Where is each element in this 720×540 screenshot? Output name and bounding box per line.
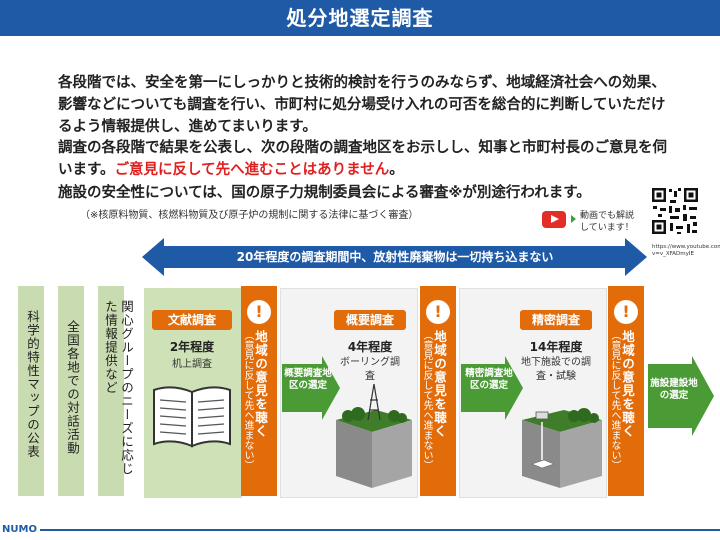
youtube-icon[interactable] — [542, 211, 566, 228]
stage-detailed-title: 精密調査 — [520, 310, 592, 330]
pre-step-columns — [18, 286, 124, 496]
stage-detailed-method: 地下施設での調査・試験 — [521, 357, 591, 382]
no-proceed-emphasis: ご意見に反して先へ進むことはありません — [114, 162, 390, 178]
opinion-bar-2: ! 地域の意見を聴く （意見に反して先へ進まない） — [420, 286, 456, 496]
opinion-paragraph: 調査の各段階で結果を公表し、次の段階の調査地区をお示しし、知事と市町村長のご意見… — [58, 137, 668, 181]
pre-step-info: 関心グループのニーズに応じた情報提供など — [103, 300, 134, 476]
stage-outline-title: 概要調査 — [334, 310, 406, 330]
opinion-bar-1: ! 地域の意見を聴く （意見に反して先へ進まない） — [241, 286, 277, 496]
opinion-sub-1: （意見に反して先へ進まない） — [242, 330, 253, 470]
stage-literature-title: 文献調査 — [152, 310, 232, 330]
pre-step-dialogue: 全国各地での対話活動 — [65, 320, 80, 455]
opinion-paragraph-end: 。 — [389, 162, 404, 178]
boring-site-illustration — [336, 383, 412, 488]
intro-paragraph: 各段階では、安全を第一にしっかりと技術的検討を行うのみならず、地域経済社会への効… — [58, 75, 666, 135]
exclamation-icon: ! — [247, 300, 271, 324]
arrow-label-outline-area: 概要調査地区の選定 — [284, 368, 332, 391]
arrow-select-detailed-area — [461, 356, 523, 420]
opinion-sub-3: （意見に反して先へ進まない） — [609, 330, 620, 470]
exclamation-icon: ! — [614, 300, 638, 324]
video-explain-text: 動画でも解説しています！ — [580, 211, 635, 233]
video-url[interactable]: https://www.youtube.com/watch?v=v_XFADmy… — [652, 244, 720, 257]
book-icon — [153, 386, 231, 448]
safety-paragraph: 施設の安全性については、国の原子力規制委員会による審査※が別途行われます。 — [58, 185, 591, 201]
qr-code-icon[interactable] — [650, 186, 700, 236]
opinion-paragraph-text: 調査の各段階で結果を公表し、次の段階の調査地区をお示しし、知事と市町村長のご意見… — [58, 140, 667, 178]
timeline-double-arrow — [142, 238, 647, 276]
opinion-bar-3: ! 地域の意見を聴く （意見に反して先へ進まない） — [608, 286, 644, 496]
pre-step-science-map: 科学的特性マップの公表 — [25, 310, 40, 459]
opinion-main-1: 地域の意見を聴く — [253, 330, 268, 438]
opinion-sub-2: （意見に反して先へ進まない） — [421, 330, 432, 470]
underground-facility-illustration — [522, 408, 602, 488]
stage-literature-duration: 2年程度 — [169, 340, 215, 354]
stage-literature-method: 机上調査 — [172, 359, 212, 370]
law-footnote: （※核原料物質、核燃料物質及び原子炉の規制に関する法律に基づく審査） — [80, 210, 419, 221]
stage-outline-method: ボーリング調査 — [340, 357, 400, 382]
triangle-pointer-icon — [571, 215, 576, 223]
numo-logo: NUMO — [2, 524, 37, 535]
footer-divider — [40, 529, 720, 531]
opinion-main-3: 地域の意見を聴く — [620, 330, 635, 438]
timeline-label: 20年程度の調査期間中、放射性廃棄物は一切持ち込まない — [236, 250, 554, 264]
page-title: 処分地選定調査 — [0, 0, 720, 36]
stage-detailed-duration: 14年程度 — [529, 340, 583, 354]
exclamation-icon: ! — [426, 300, 450, 324]
stage-outline-duration: 4年程度 — [347, 340, 393, 354]
opinion-main-2: 地域の意見を聴く — [432, 330, 447, 438]
arrow-label-site: 施設建設地の選定 — [650, 378, 698, 401]
arrow-select-site — [648, 356, 714, 436]
arrow-label-detailed-area: 精密調査地区の選定 — [465, 368, 513, 391]
arrow-select-outline-area — [282, 356, 340, 420]
